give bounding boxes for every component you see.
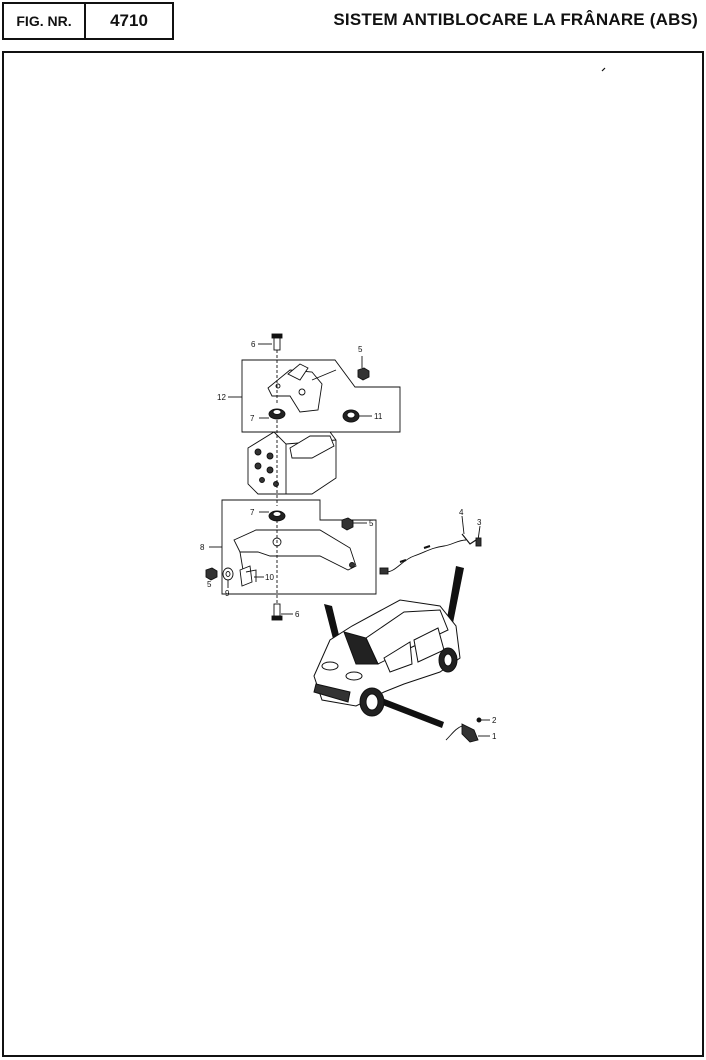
port [266, 452, 274, 460]
callout-labels: 6 5 12 7 11 7 5 8 5 9 10 6 4 3 2 1 [200, 340, 497, 741]
washer-hole [225, 571, 231, 577]
roof-line [365, 609, 449, 665]
grommet-top [259, 408, 286, 420]
front-door-window [383, 641, 413, 673]
grommet-hole [272, 511, 282, 517]
figure-number: 4710 [110, 11, 148, 30]
washer-9 [222, 567, 234, 588]
sensor-cable [445, 725, 463, 741]
headlight [321, 661, 339, 671]
nut-left [205, 567, 218, 581]
clip-fold [245, 569, 257, 582]
nut-shape [357, 367, 370, 381]
rear-wheel-hub [443, 653, 453, 667]
diagram-frame [2, 51, 704, 1057]
callout-11: 11 [374, 412, 383, 421]
callout-2: 2 [492, 716, 497, 725]
band-to-front-sensor [380, 698, 444, 728]
callout-8: 8 [200, 543, 205, 552]
headlight [345, 671, 363, 681]
port [254, 448, 262, 456]
stray-mark [601, 67, 606, 72]
sensor-bolt [476, 717, 482, 723]
group-12-frame [241, 359, 401, 433]
callout-6-bottom: 6 [295, 610, 300, 619]
grommet-hole [272, 409, 282, 415]
callout-10: 10 [265, 573, 274, 582]
bolt-bottom [271, 603, 293, 621]
upper-bracket-group [228, 359, 401, 433]
sensor-bolt [475, 537, 482, 547]
clip-10 [239, 565, 264, 587]
abs-modulator [247, 420, 337, 506]
grommet-11 [342, 409, 372, 423]
bolt-head [271, 333, 283, 339]
callout-5-top: 5 [358, 345, 363, 354]
lower-bracket-group [209, 499, 377, 595]
figure-number-box: FIG. NR. 4710 [2, 2, 174, 40]
callout-5-mid: 5 [369, 519, 374, 528]
sensor-head [461, 533, 477, 545]
callout-12: 12 [217, 393, 226, 402]
callout-9: 9 [225, 589, 230, 598]
port [273, 481, 279, 487]
nut-top [357, 356, 370, 381]
nut-mid [341, 517, 367, 531]
front-wheel-sensor [445, 717, 490, 743]
bolt-head [271, 615, 283, 621]
callout-5-left: 5 [207, 580, 212, 589]
figure-label: FIG. NR. [4, 4, 86, 38]
callout-3: 3 [477, 518, 482, 527]
group-8-frame [221, 499, 377, 595]
callout-7-top: 7 [250, 414, 255, 423]
callout-4: 4 [459, 508, 464, 517]
nut-shape [341, 517, 354, 531]
bracket-plate [233, 529, 357, 571]
harness-connector [379, 567, 389, 575]
front-bumper [313, 683, 351, 703]
motor-housing [289, 435, 335, 459]
callout-6-top: 6 [251, 340, 256, 349]
harness-clip [399, 559, 407, 563]
clip-body [239, 565, 253, 587]
grommet-hole [346, 411, 356, 419]
lower-bracket [233, 510, 357, 610]
upper-bracket [267, 363, 337, 413]
port [266, 466, 274, 474]
bracket-hole [349, 562, 355, 568]
harness-wire [385, 539, 467, 573]
nut-shape [205, 567, 218, 581]
bolt-top [258, 333, 283, 404]
sensor-harness [379, 515, 482, 575]
bracket-tab [287, 363, 309, 381]
bracket-leader [311, 369, 337, 381]
callout-1: 1 [492, 732, 497, 741]
front-wheel-hub [365, 693, 379, 711]
page-title: SISTEM ANTIBLOCARE LA FRÂNARE (ABS) [333, 10, 698, 29]
port [259, 477, 265, 483]
car-illustration [313, 599, 461, 717]
sensor-body [461, 723, 479, 743]
callout-7-bottom: 7 [250, 508, 255, 517]
harness-clip [423, 545, 431, 549]
port [254, 462, 262, 470]
leader-4 [461, 515, 465, 535]
bracket-hole [298, 388, 306, 396]
